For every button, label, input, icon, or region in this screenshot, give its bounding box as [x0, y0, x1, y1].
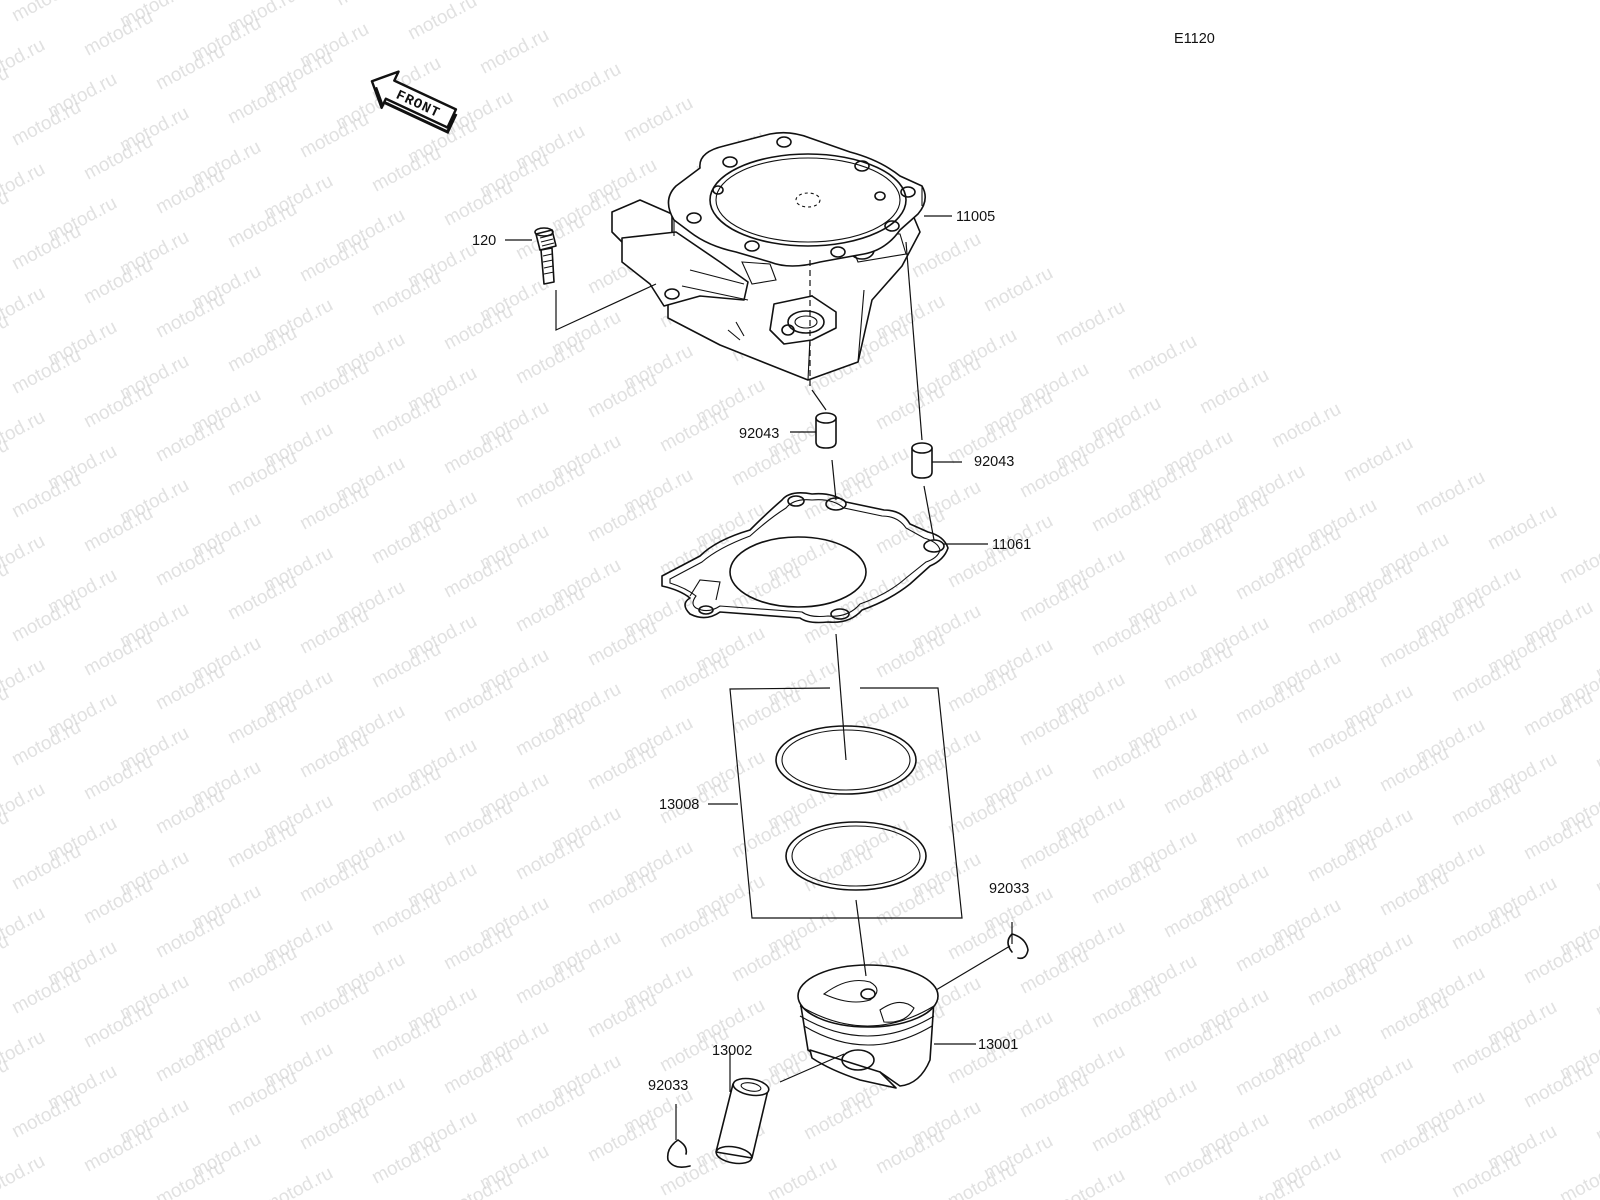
- watermark-text: motod.ru: [620, 93, 696, 147]
- watermark-text: motod.ru: [404, 0, 480, 44]
- dowel-pin-left-drawing: [815, 412, 837, 449]
- watermark-text: motod.ru: [1592, 721, 1600, 775]
- watermark-text: motod.ru: [1196, 365, 1272, 419]
- watermark-text: motod.ru: [1052, 297, 1128, 351]
- circlip-right-drawing: [1007, 933, 1029, 960]
- watermark-text: motod.ru: [476, 25, 552, 79]
- watermark-text: motod.ru: [0, 1151, 49, 1200]
- watermark-text: motod.ru: [1124, 331, 1200, 385]
- watermark-text: motod.ru: [440, 1169, 516, 1200]
- part-label-13008: 13008: [659, 797, 699, 813]
- watermark-text: motod.ru: [1592, 845, 1600, 899]
- watermark-text: motod.ru: [764, 1153, 840, 1200]
- watermark-text: motod.ru: [1556, 1155, 1600, 1200]
- piston-pin-drawing: [715, 1077, 770, 1165]
- watermark-text: motod.ru: [260, 1163, 336, 1200]
- part-label-120: 120: [472, 233, 496, 249]
- part-label-11061: 11061: [992, 537, 1031, 553]
- part-label-92033-left: 92033: [648, 1078, 688, 1094]
- watermark-text: motod.ru: [1556, 535, 1600, 589]
- watermark-text: motod.ru: [1268, 399, 1344, 453]
- watermark-text: motod.ru: [1052, 1165, 1128, 1200]
- watermark-text: motod.ru: [332, 0, 408, 10]
- watermark-text: motod.ru: [1592, 1093, 1600, 1147]
- watermark-text: motod.ru: [1484, 501, 1560, 555]
- watermark-text: motod.ru: [1592, 969, 1600, 1023]
- watermark-text: motod.ru: [980, 263, 1056, 317]
- part-label-92043-left: 92043: [739, 426, 779, 442]
- part-label-92033-right: 92033: [989, 881, 1029, 897]
- part-labels: 120 11005 92043 92043 11061 13008 92033 …: [472, 209, 1031, 1094]
- diagram-code: E1120: [1174, 31, 1215, 47]
- leader-lines: [505, 215, 1013, 1140]
- watermark-text: motod.ru: [8, 0, 84, 26]
- watermark-text: motod.ru: [548, 59, 624, 113]
- part-label-13002: 13002: [712, 1043, 752, 1059]
- part-label-13001: 13001: [978, 1037, 1018, 1053]
- watermark-text: motod.ru: [1232, 1171, 1308, 1200]
- watermark-text: motod.ru: [1340, 433, 1416, 487]
- piston-drawing: [797, 964, 939, 1089]
- dowel-pin-right-drawing: [911, 442, 933, 479]
- cylinder-drawing: [611, 131, 926, 381]
- circlip-left-drawing: [666, 1139, 691, 1168]
- watermark-text: motod.ru: [1412, 467, 1488, 521]
- watermark-text: motod.ru: [908, 229, 984, 283]
- part-label-11005: 11005: [956, 209, 995, 225]
- part-label-92043-right: 92043: [974, 454, 1014, 470]
- bolt-drawing: [534, 227, 557, 285]
- cylinder-base-gasket-drawing: [661, 492, 949, 624]
